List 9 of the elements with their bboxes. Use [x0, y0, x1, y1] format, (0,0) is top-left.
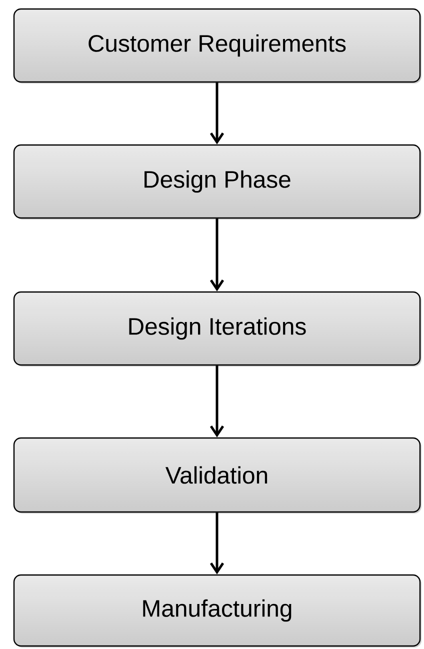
process-box: Manufacturing — [13, 574, 422, 648]
process-box: Design Iterations — [13, 291, 422, 366]
process-box: Validation — [13, 437, 422, 514]
arrow — [210, 512, 224, 574]
process-box: Design Phase — [13, 144, 422, 220]
arrow — [210, 218, 224, 292]
arrow — [210, 82, 224, 144]
process-box: Customer Requirements — [13, 8, 422, 84]
arrow — [210, 366, 224, 438]
